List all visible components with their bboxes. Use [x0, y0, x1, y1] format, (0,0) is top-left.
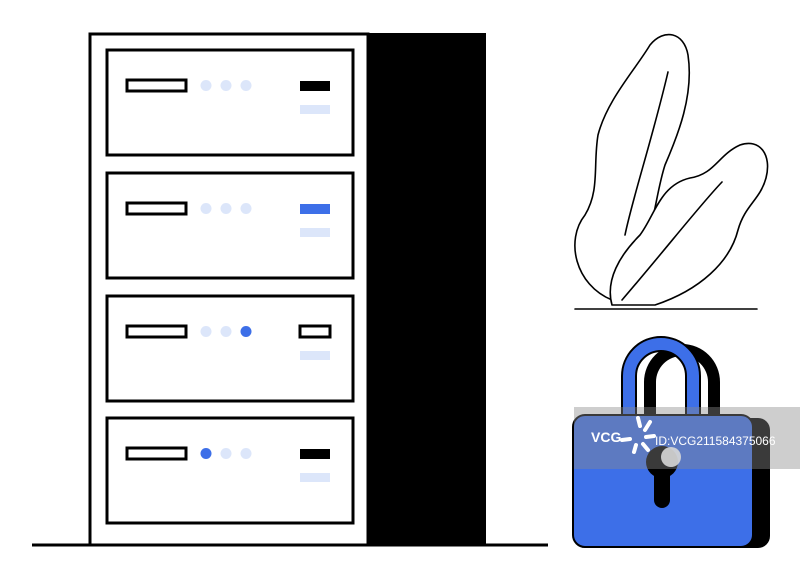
- padlock-shackle: [621, 336, 701, 426]
- watermark-band: [574, 407, 800, 469]
- indicator-light: [300, 449, 330, 459]
- rack-units: [105, 48, 355, 525]
- status-dot: [220, 326, 232, 337]
- rack-shadow-panel: [368, 33, 486, 545]
- plant-icon: [574, 33, 769, 310]
- drive-slot: [125, 446, 188, 461]
- rack-unit-3: [105, 294, 355, 403]
- status-dot: [200, 80, 212, 91]
- padlock-keyhole-slot: [654, 468, 670, 508]
- status-dot: [200, 448, 212, 459]
- rack-unit-panel: [105, 294, 355, 403]
- server-rack: [88, 32, 486, 547]
- rack-unit-1: [105, 48, 355, 157]
- status-dot: [200, 326, 212, 337]
- status-dot: [240, 326, 252, 337]
- indicator-light-secondary: [300, 351, 330, 360]
- indicator-light-secondary: [300, 105, 330, 114]
- status-dot: [200, 203, 212, 214]
- plant-leaf-front: [609, 142, 769, 306]
- watermark-id-text: ID:VCG211584375066: [655, 434, 776, 448]
- indicator-light: [298, 324, 332, 339]
- status-dot: [220, 203, 232, 214]
- rack-unit-panel: [105, 171, 355, 280]
- status-dot: [220, 80, 232, 91]
- status-dot: [240, 203, 252, 214]
- drive-slot: [125, 324, 188, 339]
- watermark-center-spot: [661, 447, 681, 467]
- drive-slot: [125, 201, 188, 216]
- status-dot: [240, 448, 252, 459]
- status-dot: [240, 80, 252, 91]
- rack-unit-panel: [105, 416, 355, 525]
- watermark-logo-text: VCG: [591, 429, 621, 445]
- rack-unit-panel: [105, 48, 355, 157]
- indicator-light-secondary: [300, 228, 330, 237]
- watermark-logo-mark: [620, 416, 656, 454]
- plant-leaf-front-vein: [621, 181, 723, 301]
- indicator-light-secondary: [300, 473, 330, 482]
- indicator-light: [300, 81, 330, 91]
- plant-leaf-back-vein: [624, 71, 669, 236]
- rack-unit-2: [105, 171, 355, 280]
- watermark: VCG ID:VCG211584375066: [574, 407, 800, 469]
- rack-unit-4: [105, 416, 355, 525]
- status-dot: [220, 448, 232, 459]
- drive-slot: [125, 78, 188, 93]
- indicator-light: [300, 204, 330, 214]
